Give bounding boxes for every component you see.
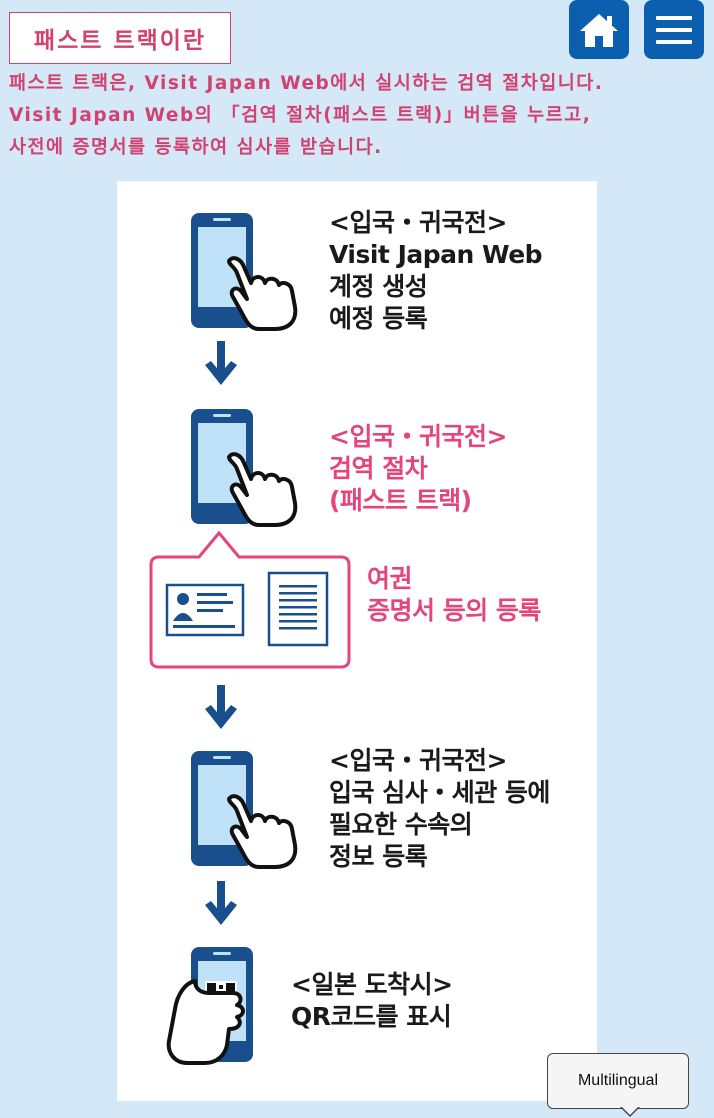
step-1-line: <입국・귀국전> [329,208,507,237]
down-arrow-icon [205,341,237,385]
step-1-line: 계정 생성 [329,272,428,301]
step-2-line: (패스트 트랙) [329,486,472,515]
certificate-document-icon [267,571,329,647]
fast-track-flow-illustration: <입국・귀국전> Visit Japan Web 계정 생성 예정 등록 <입국… [117,181,597,1101]
step-1-text: <입국・귀국전> Visit Japan Web 계정 생성 예정 등록 [329,207,543,335]
intro-text: 패스트 트랙은, Visit Japan Web에서 실시하는 검역 절차입니다… [9,68,709,164]
intro-line: 사전에 증명서를 등록하여 심사를 받습니다. [9,137,383,158]
step-2-text: <입국・귀국전> 검역 절차 (패스트 트랙) [329,421,507,517]
smartphone-tap-icon [191,213,298,331]
home-icon [580,13,618,47]
step-5-line: <일본 도착시> [291,970,453,999]
step-5-text: <일본 도착시> QR코드를 표시 [291,969,453,1033]
down-arrow-icon [205,881,237,925]
step-4-line: <입국・귀국전> [329,746,507,775]
intro-line: Visit Japan Web의 「검역 절차(패스트 트랙)」버튼을 누르고, [9,105,592,126]
step-2-line: <입국・귀국전> [329,422,507,451]
step-3-text: 여권 증명서 등의 등록 [367,563,541,627]
smartphone-tap-icon [191,751,298,869]
passport-card-icon [165,583,245,637]
multilingual-button-pointer-fill [621,1106,639,1115]
step-1-line: Visit Japan Web [329,240,543,269]
hamburger-menu-icon [656,15,692,44]
multilingual-button[interactable]: Multilingual [547,1053,689,1109]
step-1-line: 예정 등록 [329,304,428,333]
smartphone-qr-code-icon [166,947,253,1065]
page-title: 패스트 트랙이란 [9,12,231,64]
document-callout-box [149,530,351,669]
menu-button[interactable] [644,0,704,59]
intro-line: 패스트 트랙은, Visit Japan Web에서 실시하는 검역 절차입니다… [9,73,604,94]
step-4-line: 필요한 수속의 [329,810,473,839]
step-4-line: 입국 심사・세관 등에 [329,778,550,807]
step-5-line: QR코드를 표시 [291,1002,452,1031]
down-arrow-icon [205,685,237,729]
home-button[interactable] [569,0,629,59]
step-4-text: <입국・귀국전> 입국 심사・세관 등에 필요한 수속의 정보 등록 [329,745,550,873]
step-3-line: 증명서 등의 등록 [367,596,541,625]
step-3-line: 여권 [367,564,413,593]
smartphone-tap-icon [191,409,298,527]
step-2-line: 검역 절차 [329,454,428,483]
step-4-line: 정보 등록 [329,842,428,871]
